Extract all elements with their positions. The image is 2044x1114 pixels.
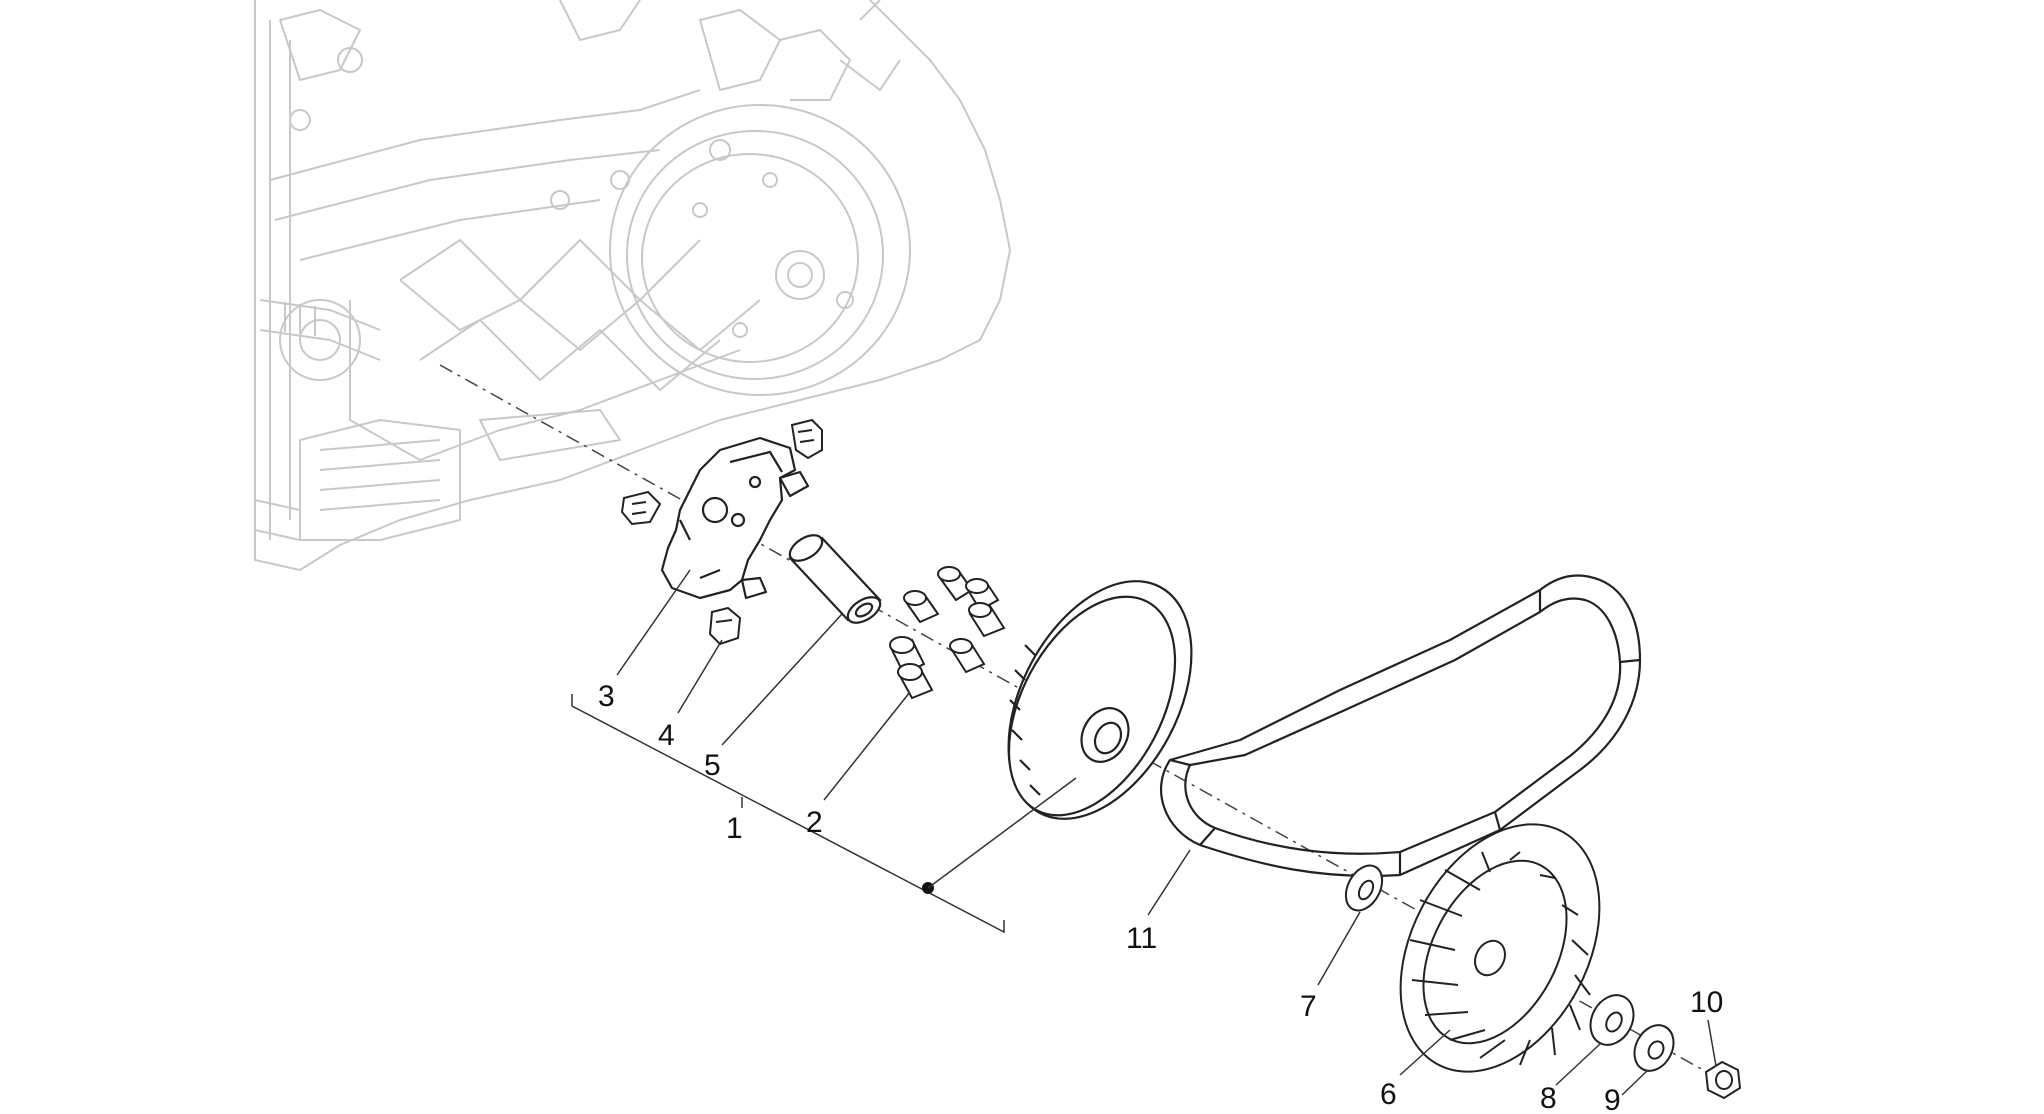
callout-3: 3 — [598, 680, 615, 713]
part-3-ramp-plate — [660, 436, 810, 600]
part-11-drive-belt — [1160, 574, 1642, 878]
leader-6 — [1399, 1029, 1451, 1076]
part-8-washer — [1589, 994, 1635, 1046]
callout-4: 4 — [658, 719, 675, 752]
leader-5 — [721, 613, 843, 746]
part-10-nut — [1704, 1060, 1742, 1100]
leader-3 — [616, 569, 691, 676]
kit-bracket — [571, 694, 1005, 934]
callout-labels: 3 4 5 1 2 11 7 6 8 9 10 — [598, 680, 1723, 1114]
callout-10: 10 — [1690, 986, 1723, 1019]
callout-5: 5 — [704, 749, 721, 782]
engine-casing-ghost — [254, 0, 1011, 571]
leader-lines — [616, 569, 1717, 1096]
part-2-rollers — [889, 566, 1006, 700]
callout-9: 9 — [1604, 1084, 1621, 1114]
leader-8 — [1555, 1043, 1601, 1086]
part-6-fan-pulley — [1399, 823, 1601, 1073]
callout-7: 7 — [1300, 990, 1317, 1023]
part-7-washer — [1344, 864, 1384, 912]
part-9-spring-washer — [1633, 1024, 1675, 1072]
leader-pulley — [927, 777, 1077, 889]
leader-9 — [1621, 1069, 1649, 1096]
callout-1: 1 — [726, 812, 743, 845]
leader-7 — [1317, 911, 1361, 986]
leader-4 — [677, 639, 723, 714]
callout-11: 11 — [1126, 922, 1157, 955]
leader-10 — [1707, 1019, 1717, 1067]
part-4-slider-clips — [620, 418, 823, 646]
callout-8: 8 — [1540, 1082, 1557, 1114]
leader-11 — [1147, 849, 1191, 916]
part-5-bushing — [788, 534, 882, 624]
callout-6: 6 — [1380, 1078, 1397, 1111]
callout-2: 2 — [806, 806, 823, 839]
leader-2 — [823, 691, 911, 801]
part-pulley-half — [1007, 580, 1193, 820]
